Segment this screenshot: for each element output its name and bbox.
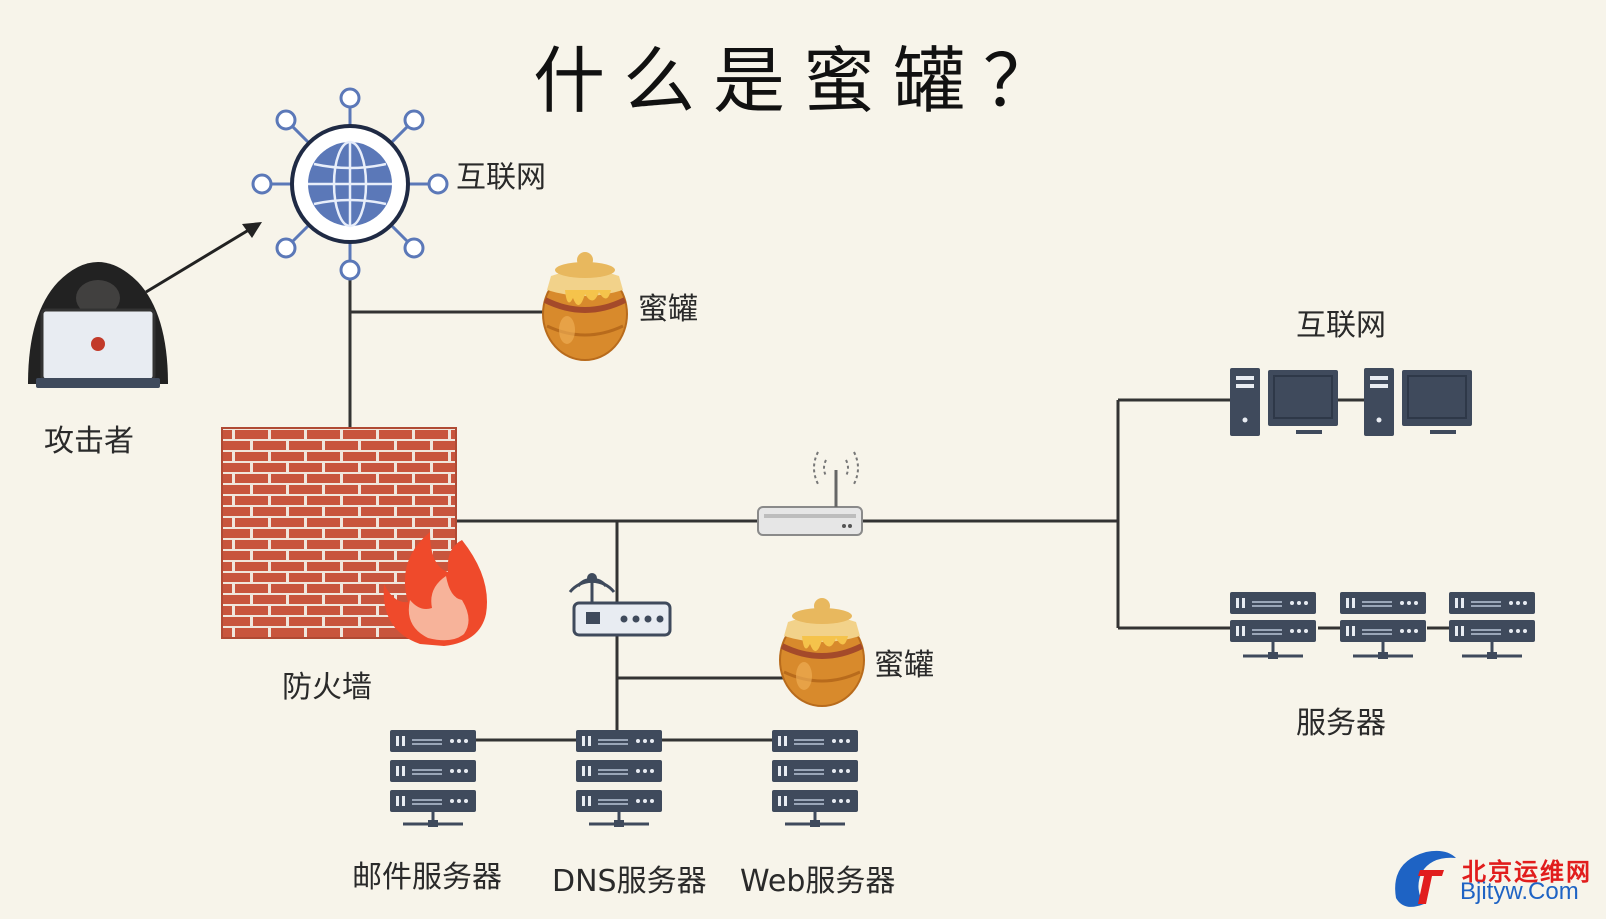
- attack-arrow: [145, 222, 262, 294]
- watermark-cn: 北京运维网: [1462, 857, 1592, 886]
- globe-network-icon: [251, 87, 449, 281]
- server-rack-icon: [1230, 592, 1316, 659]
- servers-label: 服务器: [1296, 706, 1386, 741]
- server-rack-icon: [1449, 592, 1535, 659]
- attacker-label: 攻击者: [44, 424, 134, 459]
- server-rack-icon: [772, 730, 858, 827]
- wifi-router-icon: [568, 573, 672, 637]
- network-links: [348, 276, 1449, 742]
- honeypot-icon: [780, 598, 864, 706]
- mail-server-label: 邮件服务器: [352, 860, 502, 895]
- desktop-computer-icon: [1230, 368, 1338, 436]
- dns-server-label: DNS服务器: [552, 864, 707, 899]
- honeypot-label: 蜜罐: [638, 292, 698, 327]
- page-title: 什么是蜜罐？: [532, 39, 1073, 123]
- honeypot-icon: [543, 252, 627, 360]
- web-server-label: Web服务器: [740, 864, 896, 899]
- router-icon: [757, 451, 863, 536]
- internet-label: 互联网: [456, 160, 546, 195]
- firewall-icon: [221, 427, 487, 646]
- watermark-logo-icon: [1395, 850, 1456, 907]
- server-rack-icon: [576, 730, 662, 827]
- internet-label: 互联网: [1296, 308, 1386, 343]
- server-rack-icon: [1340, 592, 1426, 659]
- honeypot-label: 蜜罐: [874, 648, 934, 683]
- desktop-computer-icon: [1364, 368, 1472, 436]
- server-rack-icon: [390, 730, 476, 827]
- hacker-icon: [28, 262, 168, 388]
- firewall-label: 防火墙: [282, 670, 372, 705]
- watermark-en: Bjityw.Com: [1460, 878, 1579, 905]
